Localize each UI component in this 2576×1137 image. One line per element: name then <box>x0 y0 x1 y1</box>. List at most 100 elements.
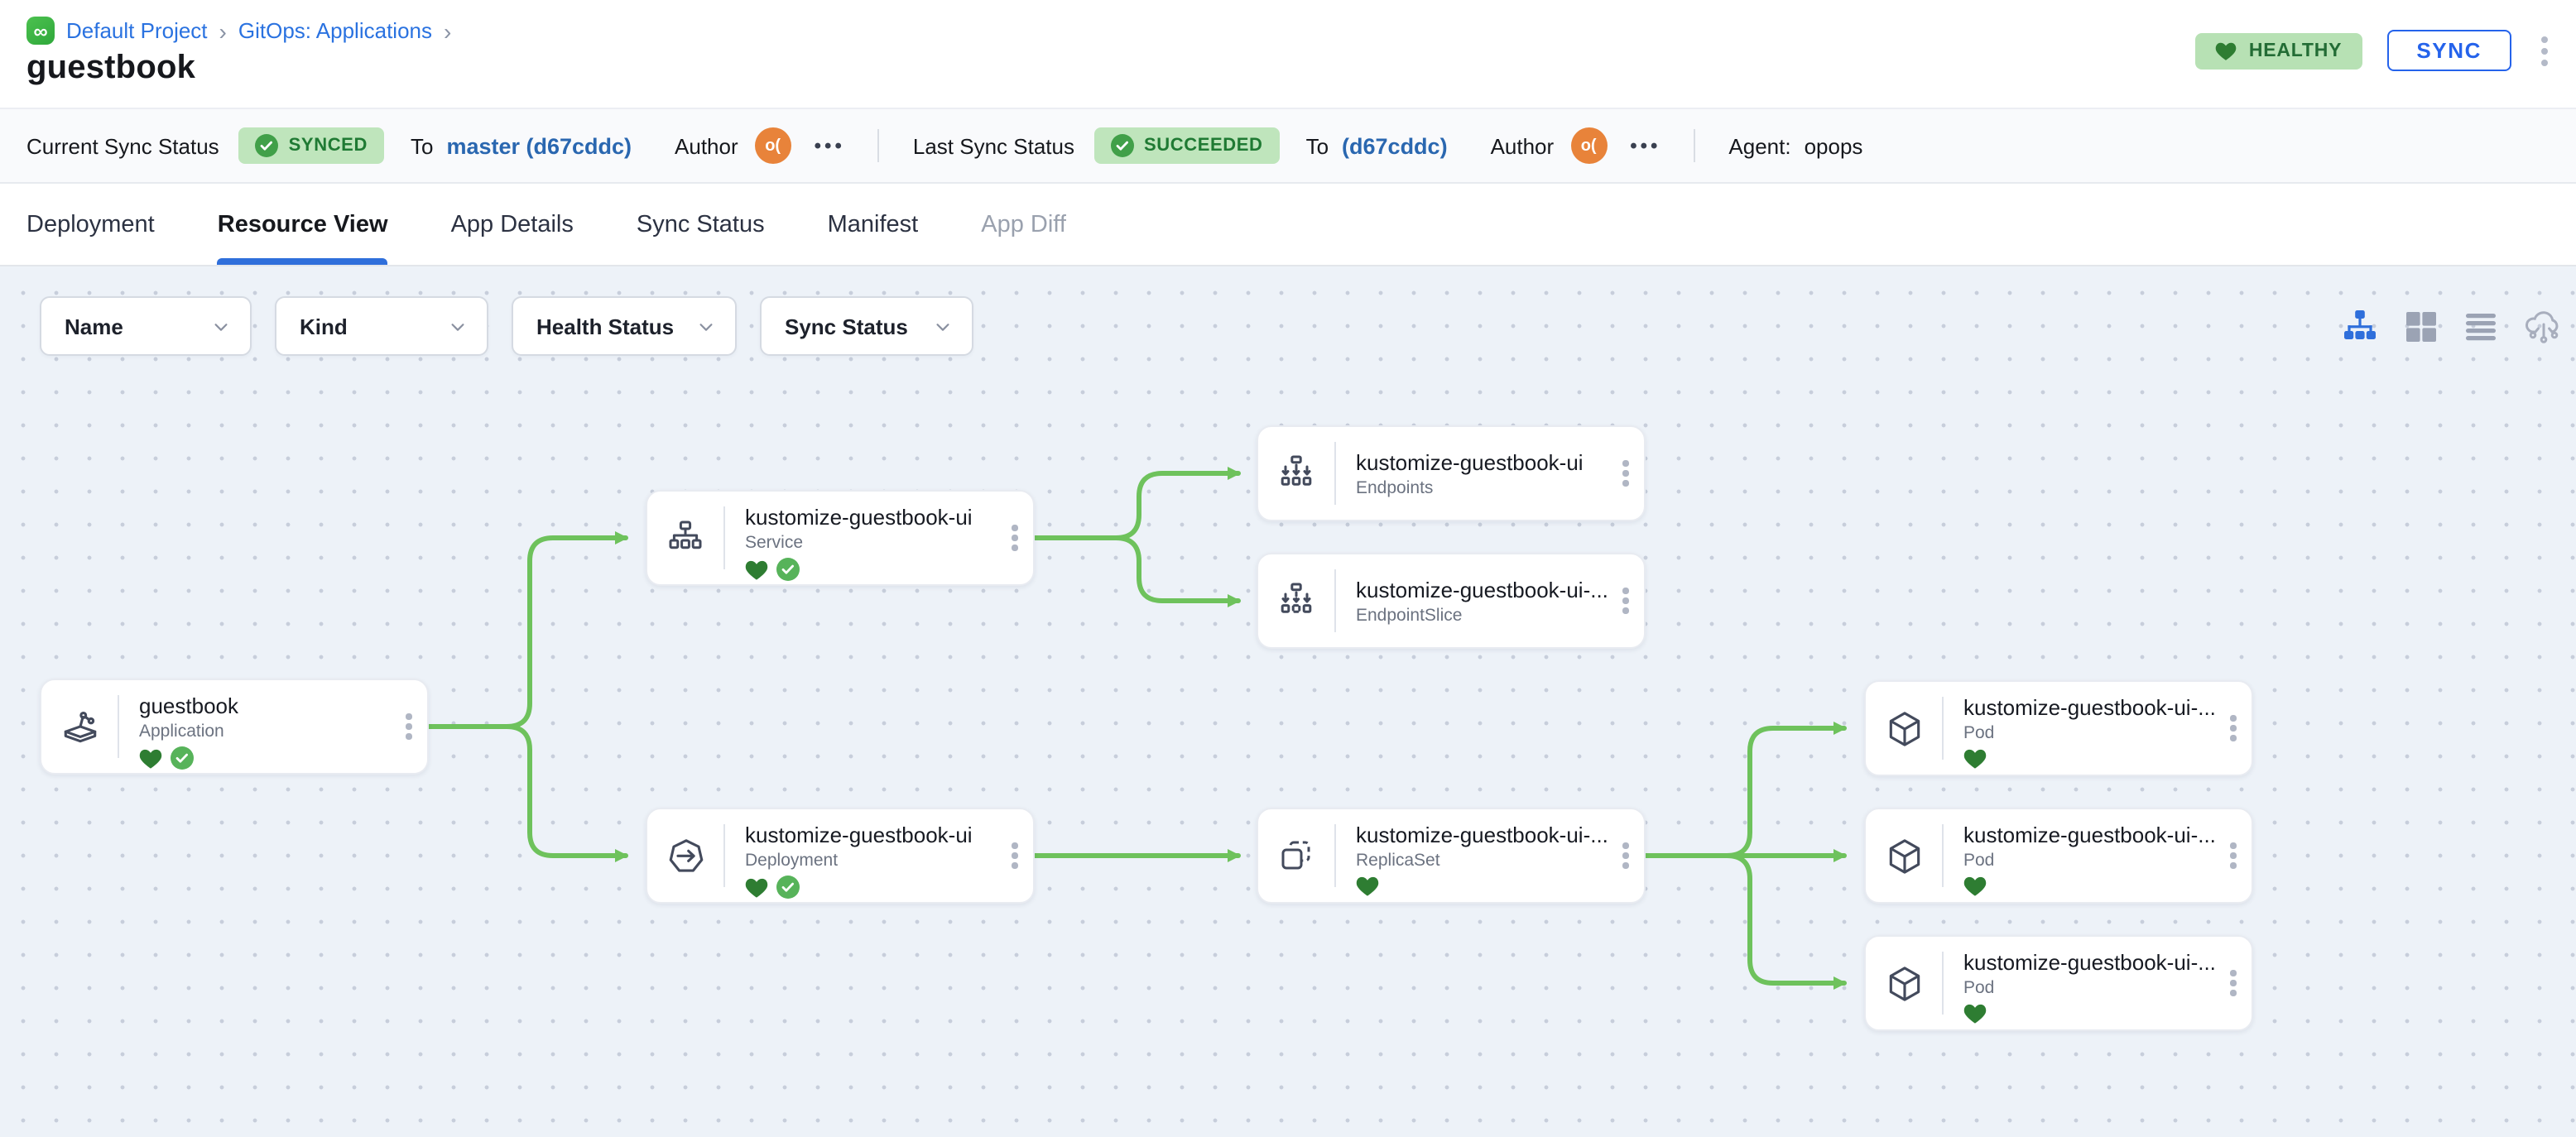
synced-badge: SYNCED <box>238 127 384 164</box>
service-icon <box>647 492 723 584</box>
grid-view-icon[interactable] <box>2405 311 2437 343</box>
divider <box>1942 697 1944 760</box>
view-toolbar <box>2343 309 2563 344</box>
node-menu-button[interactable] <box>1608 554 1644 647</box>
resource-tree-canvas[interactable]: Name Kind Health Status Sync Status <box>0 266 2576 1137</box>
node-kustomize-guestbook-ui-endpointslice[interactable]: kustomize-guestbook-ui-... EndpointSlice <box>1257 553 1646 649</box>
node-menu-button[interactable] <box>1608 809 1644 902</box>
node-status <box>139 746 391 770</box>
divider <box>1334 569 1336 632</box>
node-menu-button[interactable] <box>2215 809 2252 902</box>
endpoints-icon <box>1258 427 1334 520</box>
check-circle-icon <box>1111 134 1134 157</box>
project-infinity-icon: ∞ <box>26 17 55 45</box>
health-status-filter-dropdown[interactable]: Health Status <box>512 296 737 356</box>
node-name: kustomize-guestbook-ui-... <box>1356 577 1608 602</box>
node-status <box>1963 876 2215 897</box>
node-kind: EndpointSlice <box>1356 605 1463 625</box>
healthy-heart-icon <box>745 559 768 579</box>
tab-resource-view[interactable]: Resource View <box>217 184 388 265</box>
node-guestbook-application[interactable]: guestbook Application <box>40 679 429 775</box>
node-kustomize-guestbook-ui-service[interactable]: kustomize-guestbook-ui Service <box>646 490 1035 586</box>
node-kind: Service <box>745 533 804 553</box>
node-kustomize-guestbook-ui-pod-1[interactable]: kustomize-guestbook-ui-... Pod <box>1864 680 2253 776</box>
sync-status-filter-dropdown[interactable]: Sync Status <box>760 296 973 356</box>
node-kustomize-guestbook-ui-deployment[interactable]: kustomize-guestbook-ui Deployment <box>646 808 1035 904</box>
node-menu-button[interactable] <box>2215 937 2252 1029</box>
node-kind: ReplicaSet <box>1356 851 1440 871</box>
application-icon <box>41 680 118 773</box>
node-status <box>745 558 997 581</box>
pod-icon <box>1866 682 1942 775</box>
breadcrumb: ∞ Default Project › GitOps: Applications… <box>26 17 2550 45</box>
heart-icon <box>2216 41 2237 60</box>
health-badge-label: HEALTHY <box>2248 41 2343 60</box>
chevron-down-icon <box>697 317 715 335</box>
divider <box>118 695 119 758</box>
tab-app-details[interactable]: App Details <box>450 211 574 237</box>
node-kustomize-guestbook-ui-pod-2[interactable]: kustomize-guestbook-ui-... Pod <box>1864 808 2253 904</box>
author-avatar[interactable]: o( <box>754 127 791 164</box>
node-kustomize-guestbook-ui-replicaset[interactable]: kustomize-guestbook-ui-... ReplicaSet <box>1257 808 1646 904</box>
to-label: To <box>410 133 434 158</box>
node-status <box>1963 1003 2215 1024</box>
last-commit-link[interactable]: (d67cddc) <box>1342 133 1448 158</box>
divider <box>723 824 725 887</box>
divider <box>1942 824 1944 887</box>
chevron-right-icon: › <box>219 17 227 44</box>
divider <box>723 506 725 569</box>
tab-sync-status[interactable]: Sync Status <box>636 211 765 237</box>
divider <box>1694 129 1696 162</box>
synced-check-icon <box>171 746 194 770</box>
kind-filter-dropdown[interactable]: Kind <box>275 296 488 356</box>
healthy-heart-icon <box>1963 749 1987 769</box>
breadcrumb-default-project[interactable]: Default Project <box>66 18 208 43</box>
node-menu-button[interactable] <box>997 492 1033 584</box>
node-name: kustomize-guestbook-ui-... <box>1963 823 2215 847</box>
list-view-icon[interactable] <box>2465 313 2497 341</box>
page-title: guestbook <box>26 50 196 86</box>
app-header: ∞ Default Project › GitOps: Applications… <box>0 0 2576 108</box>
check-circle-icon <box>255 134 279 157</box>
cloud-view-icon[interactable] <box>2525 309 2563 344</box>
node-kind: Pod <box>1963 978 1995 998</box>
node-status <box>1963 748 2215 770</box>
author-avatar[interactable]: o( <box>1570 127 1608 164</box>
breadcrumb-gitops-applications[interactable]: GitOps: Applications <box>238 18 432 43</box>
synced-check-icon <box>776 558 800 581</box>
node-kind: Application <box>139 722 224 741</box>
commit-message-more-button[interactable]: ••• <box>814 134 845 157</box>
name-filter-label: Name <box>65 314 123 338</box>
deployment-icon <box>647 809 723 902</box>
header-actions: HEALTHY SYNC <box>2195 30 2553 71</box>
node-kustomize-guestbook-ui-endpoints[interactable]: kustomize-guestbook-ui Endpoints <box>1257 425 1646 521</box>
node-name: kustomize-guestbook-ui-... <box>1356 823 1608 847</box>
node-kustomize-guestbook-ui-pod-3[interactable]: kustomize-guestbook-ui-... Pod <box>1864 935 2253 1031</box>
header-more-menu-button[interactable] <box>2536 32 2553 69</box>
node-name: kustomize-guestbook-ui-... <box>1963 950 2215 975</box>
tree-view-icon[interactable] <box>2343 309 2377 344</box>
current-commit-link[interactable]: master (d67cddc) <box>446 133 632 158</box>
name-filter-dropdown[interactable]: Name <box>40 296 252 356</box>
healthy-heart-icon <box>745 877 768 897</box>
synced-badge-label: SYNCED <box>288 136 368 156</box>
node-menu-button[interactable] <box>1608 427 1644 520</box>
tab-deployment[interactable]: Deployment <box>26 211 155 237</box>
tab-manifest[interactable]: Manifest <box>827 211 919 237</box>
author-label: Author <box>1490 133 1555 158</box>
chevron-right-icon: › <box>444 17 452 44</box>
endpointslice-icon <box>1258 554 1334 647</box>
healthy-heart-icon <box>139 748 162 768</box>
tab-app-diff: App Diff <box>981 211 1066 237</box>
agent-value: opops <box>1804 133 1863 158</box>
node-menu-button[interactable] <box>2215 682 2252 775</box>
node-kind: Pod <box>1963 851 1995 871</box>
kind-filter-label: Kind <box>300 314 348 338</box>
commit-message-more-button[interactable]: ••• <box>1630 134 1661 157</box>
sync-button[interactable]: SYNC <box>2386 30 2511 71</box>
last-sync-status-label: Last Sync Status <box>912 133 1074 158</box>
node-kind: Deployment <box>745 851 839 871</box>
node-menu-button[interactable] <box>391 680 427 773</box>
node-menu-button[interactable] <box>997 809 1033 902</box>
node-kind: Pod <box>1963 723 1995 743</box>
